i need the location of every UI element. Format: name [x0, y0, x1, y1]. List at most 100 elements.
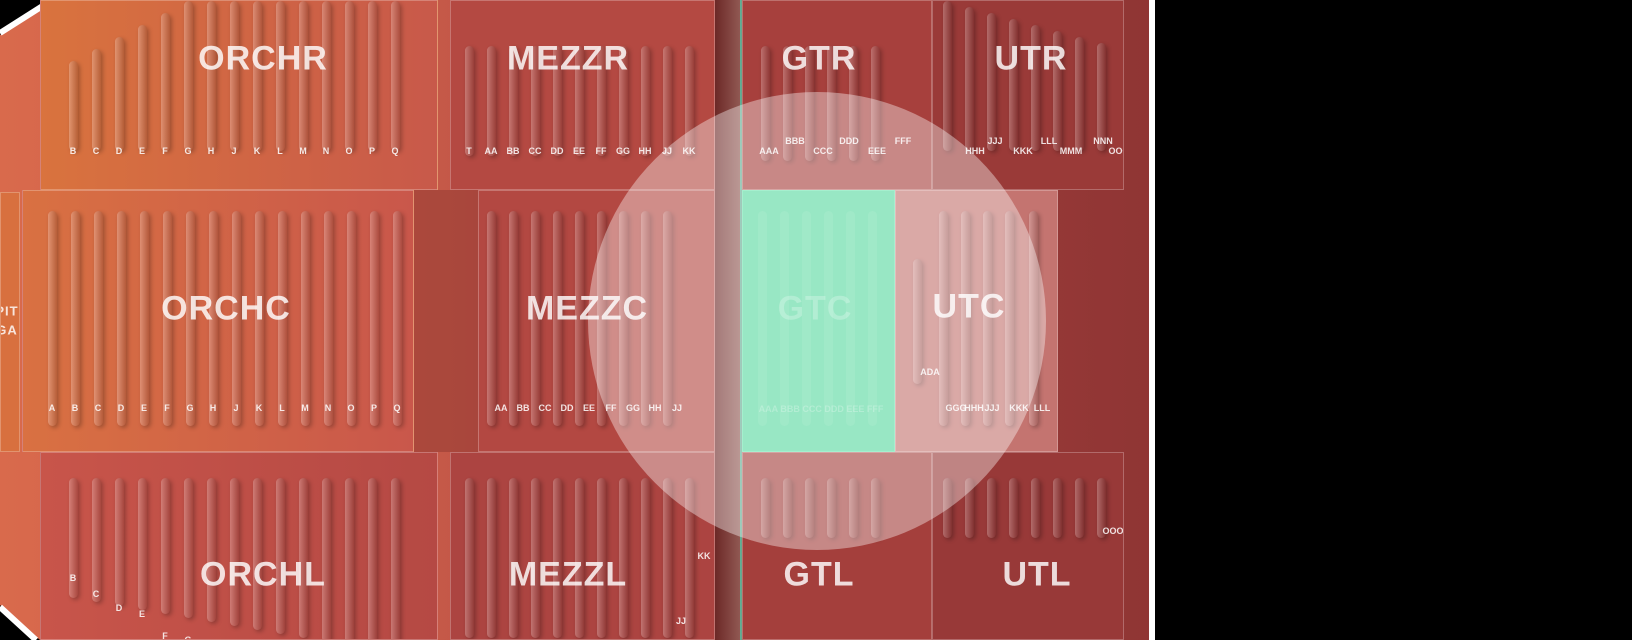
row-label: G — [186, 403, 194, 413]
seat-row-bar — [161, 13, 170, 151]
section-gtl[interactable]: GTL — [742, 452, 932, 640]
seat-row-bar — [301, 211, 310, 426]
section-label: MEZZC — [525, 289, 649, 328]
section-label: UTC — [932, 287, 1006, 326]
row-label: FF — [595, 146, 607, 156]
seat-row-bar — [138, 478, 147, 610]
section-mezzl[interactable]: MEZZL KK JJ — [450, 452, 715, 640]
row-label: D — [115, 146, 123, 156]
row-label: D — [115, 603, 123, 613]
row-label: K — [255, 403, 263, 413]
seat-row-bar — [92, 49, 101, 151]
section-divider — [715, 0, 741, 640]
row-label: P — [368, 146, 376, 156]
row-label: LLL — [1040, 136, 1058, 146]
seat-rows — [743, 191, 894, 451]
seat-row-bar — [780, 211, 789, 426]
seat-row-bar — [487, 211, 496, 426]
row-label: OOO — [1108, 146, 1123, 156]
seat-row-bar — [965, 7, 974, 151]
seat-row-bar — [322, 478, 331, 639]
section-utr[interactable]: JJJLLLNNNHHHKKKMMMOOO UTR — [932, 0, 1124, 190]
seat-row-bar — [871, 46, 880, 161]
seat-row-bar — [553, 478, 562, 638]
row-label: KK — [682, 146, 696, 156]
seat-row-bar — [805, 46, 814, 161]
seat-row-bar — [1097, 43, 1106, 151]
row-label: M — [301, 403, 309, 413]
seat-row-bar — [48, 211, 57, 426]
section-utl[interactable]: UTL OOO — [932, 452, 1124, 640]
seat-row-bar — [299, 478, 308, 638]
seat-row-bar — [347, 211, 356, 426]
section-label: GTR — [781, 39, 857, 78]
row-label: C — [92, 146, 100, 156]
seat-row-bar — [509, 46, 518, 156]
section-label: UTL — [1002, 555, 1072, 594]
seat-row-bar — [685, 478, 694, 638]
row-label: F — [162, 146, 168, 156]
seat-row-bar — [575, 211, 584, 426]
seat-row-bar — [163, 211, 172, 426]
seat-row-bar — [1053, 31, 1062, 151]
row-label: KKK — [1013, 146, 1033, 156]
seat-row-bar — [393, 211, 402, 426]
row-label: O — [347, 403, 355, 413]
seat-row-bar — [230, 478, 239, 626]
row-label: P — [370, 403, 378, 413]
section-label: GTL — [783, 555, 855, 594]
row-label: HH — [638, 146, 652, 156]
seat-row-bar — [1005, 211, 1014, 426]
seat-row-bar — [345, 1, 354, 151]
seat-row-bar — [553, 46, 562, 156]
seat-row-bar — [368, 1, 377, 151]
seat-row-bar — [531, 46, 540, 156]
seat-row-bar — [509, 478, 518, 638]
seat-row-bar — [961, 211, 970, 426]
seat-row-bar — [391, 1, 400, 151]
map-border — [1149, 0, 1155, 640]
seat-row-bar — [69, 61, 78, 151]
row-label: N — [322, 146, 330, 156]
seat-rows: JJJLLLNNNHHHKKKMMMOOO — [933, 1, 1123, 189]
section-pit-ga[interactable]: PIT GA — [0, 192, 20, 452]
seat-row-bar — [575, 478, 584, 638]
seat-row-bar — [465, 46, 474, 156]
row-label: FF — [605, 403, 617, 413]
row-label: O — [345, 146, 353, 156]
seat-row-bar — [1009, 19, 1018, 151]
row-label: L — [277, 146, 283, 156]
seat-row-bar — [1009, 478, 1018, 538]
row-label: E — [138, 609, 146, 619]
row-labels: AAA BBB CCC DDD EEE FFF — [758, 404, 884, 414]
section-label: UTR — [994, 39, 1068, 78]
seat-row-bar — [465, 478, 474, 638]
row-label: KKK — [1009, 403, 1029, 413]
seat-row-bar — [253, 1, 262, 151]
seat-row-bar — [184, 478, 193, 618]
seat-row-bar — [230, 1, 239, 151]
section-gtc[interactable]: GTC AAA BBB CCC DDD EEE FFF — [742, 190, 895, 452]
section-label: MEZZL — [508, 555, 628, 594]
seat-row-bar — [209, 211, 218, 426]
seat-row-bar — [391, 478, 400, 639]
row-label: EEE — [867, 146, 887, 156]
seat-row-bar — [802, 211, 811, 426]
row-label: M — [299, 146, 307, 156]
seat-rows — [933, 453, 1123, 639]
section-label: ORCHL — [200, 555, 326, 594]
seat-row-bar — [94, 211, 103, 426]
seat-row-bar — [71, 211, 80, 426]
section-label: ORCHC — [161, 289, 291, 328]
